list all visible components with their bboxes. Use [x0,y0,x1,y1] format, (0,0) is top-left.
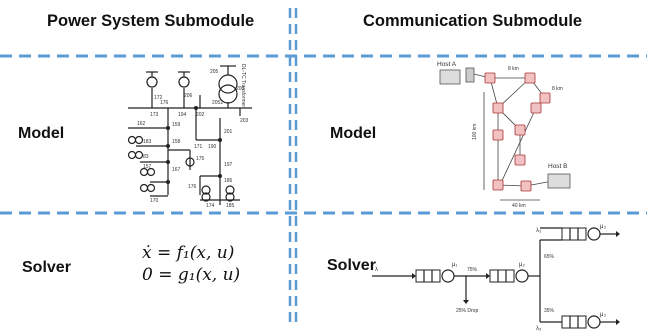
svg-text:200: 200 [236,86,245,92]
svg-text:206: 206 [184,93,193,99]
svg-text:201: 201 [224,129,233,135]
svg-text:174: 174 [206,203,215,209]
svg-text:171: 171 [194,144,203,150]
svg-text:0 = g₁(x, u): 0 = g₁(x, u) [142,265,240,285]
host-b-label: Host B [548,163,568,170]
svg-text:159: 159 [172,122,181,128]
svg-text:186: 186 [224,178,233,184]
arrival-rate-top-label: λ₂ [536,228,542,234]
link-label: 100 km [472,124,478,140]
svg-text:ẋ = f₁(x, u): ẋ = f₁(x, u) [142,243,234,263]
solver-label-left: Solver [22,259,71,276]
svg-text:185: 185 [226,203,235,209]
svg-text:194: 194 [178,112,187,118]
svg-text:202: 202 [196,112,205,118]
svg-text:172: 172 [154,95,163,101]
host-a-computer [439,69,461,85]
arrival-rate-label: λ [375,267,378,273]
link-label: 40 km [512,203,526,209]
communication-submodule-header: Communication Submodule [363,12,582,30]
routing-35-label: 35% [544,308,555,314]
model-label-left: Model [18,125,64,142]
equation-1-lhs: ẋ = [142,243,177,263]
svg-text:197: 197 [224,162,233,168]
svg-text:183: 183 [143,139,152,145]
svg-text:167: 167 [172,167,181,173]
solver-label-right: Solver [327,257,376,274]
service-rate-2-label: μ₂ [519,262,525,268]
power-submodule-header: Power System Submodule [47,12,254,30]
equation-1-rhs: f₁(x, u) [175,243,235,263]
service-rate-3b-label: μ₃ [600,312,606,318]
routing-75-label: 75% [467,267,478,273]
equation-2-lhs: 0 = [142,265,178,285]
svg-text:176: 176 [188,184,197,190]
drop-label: 25% Drop [456,308,478,314]
link-label: 8 km [552,86,563,92]
svg-text:157: 157 [143,164,152,170]
service-rate-3-label: μ₃ [600,224,606,230]
svg-text:205: 205 [210,69,219,75]
host-b-computer [547,173,571,189]
arrival-rate-bottom-label: λ₃ [536,326,542,332]
svg-text:176: 176 [160,100,169,106]
equation-2-rhs: g₁(x, u) [178,265,240,285]
power-system-one-line-diagram: 172 206 176 205 200 173 194 202 2052 203… [127,64,252,209]
svg-text:162: 162 [137,121,146,127]
svg-text:83: 83 [143,154,149,160]
svg-text:203: 203 [240,118,249,124]
svg-text:170: 170 [150,198,159,204]
model-label-right: Model [330,125,376,142]
svg-text:175: 175 [196,156,205,162]
svg-text:2052: 2052 [212,100,223,106]
transformer-label: DL-TC Transformer [240,64,246,107]
communication-network-diagram: Host A Host B 8 km 8 km 100 km 40 km [437,61,571,209]
solver-equations: ẋ = f₁(x, u) 0 = g₁(x, u) [142,243,240,285]
svg-text:190: 190 [208,144,217,150]
svg-text:158: 158 [172,139,181,145]
routing-65-label: 65% [544,254,555,260]
link-label: 8 km [508,66,519,72]
service-rate-1-label: μ₁ [452,262,457,268]
svg-text:173: 173 [150,112,159,118]
queueing-network-diagram: λ μ₁ 75% 25% Drop μ₂ 65% 35% λ₂ μ₃ [372,224,620,332]
host-a-label: Host A [437,61,457,68]
